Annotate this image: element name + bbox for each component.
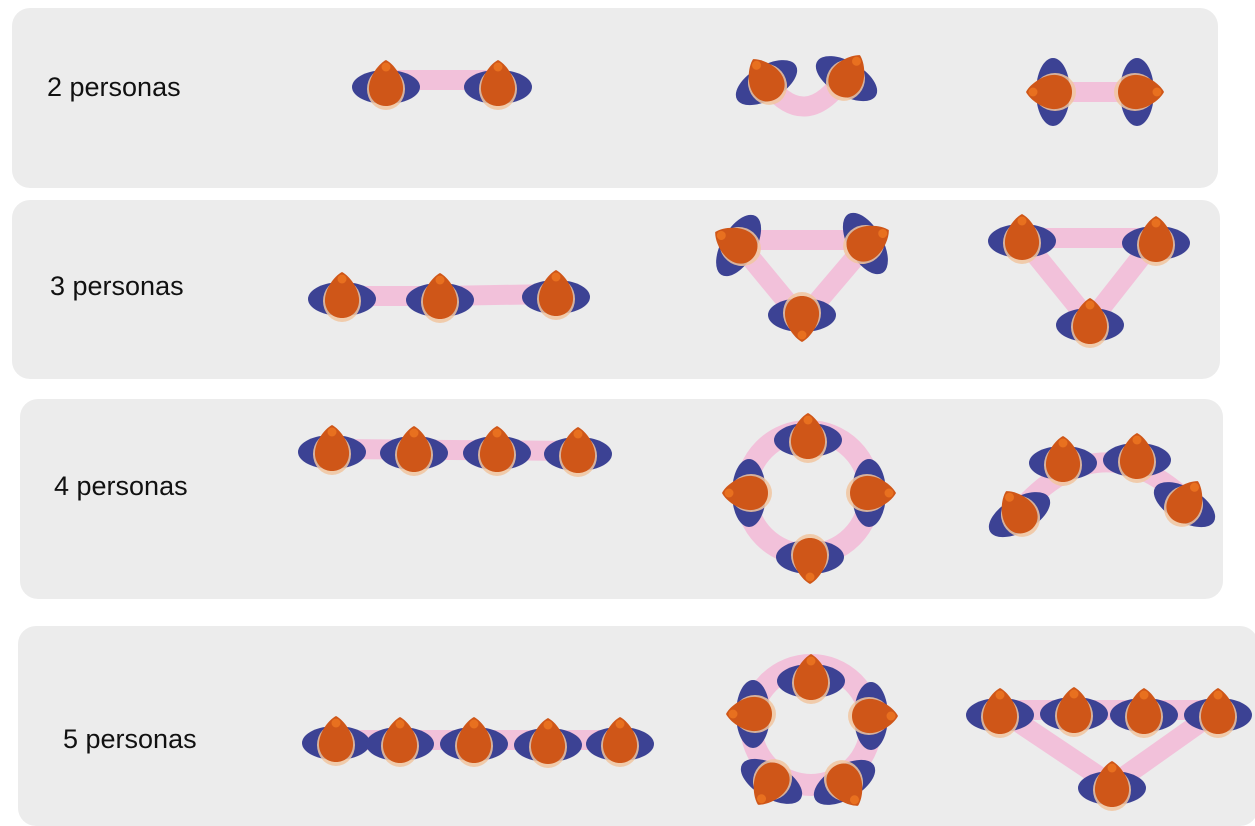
row-label: 2 personas (47, 72, 181, 103)
row-label: 4 personas (54, 471, 188, 502)
row-label: 5 personas (63, 724, 197, 755)
row-2-personas: 2 personas (12, 8, 1218, 188)
row-3-personas: 3 personas (12, 200, 1220, 379)
row-4-personas: 4 personas (20, 399, 1223, 599)
row-label: 3 personas (50, 271, 184, 302)
row-5-personas: 5 personas (18, 626, 1255, 826)
